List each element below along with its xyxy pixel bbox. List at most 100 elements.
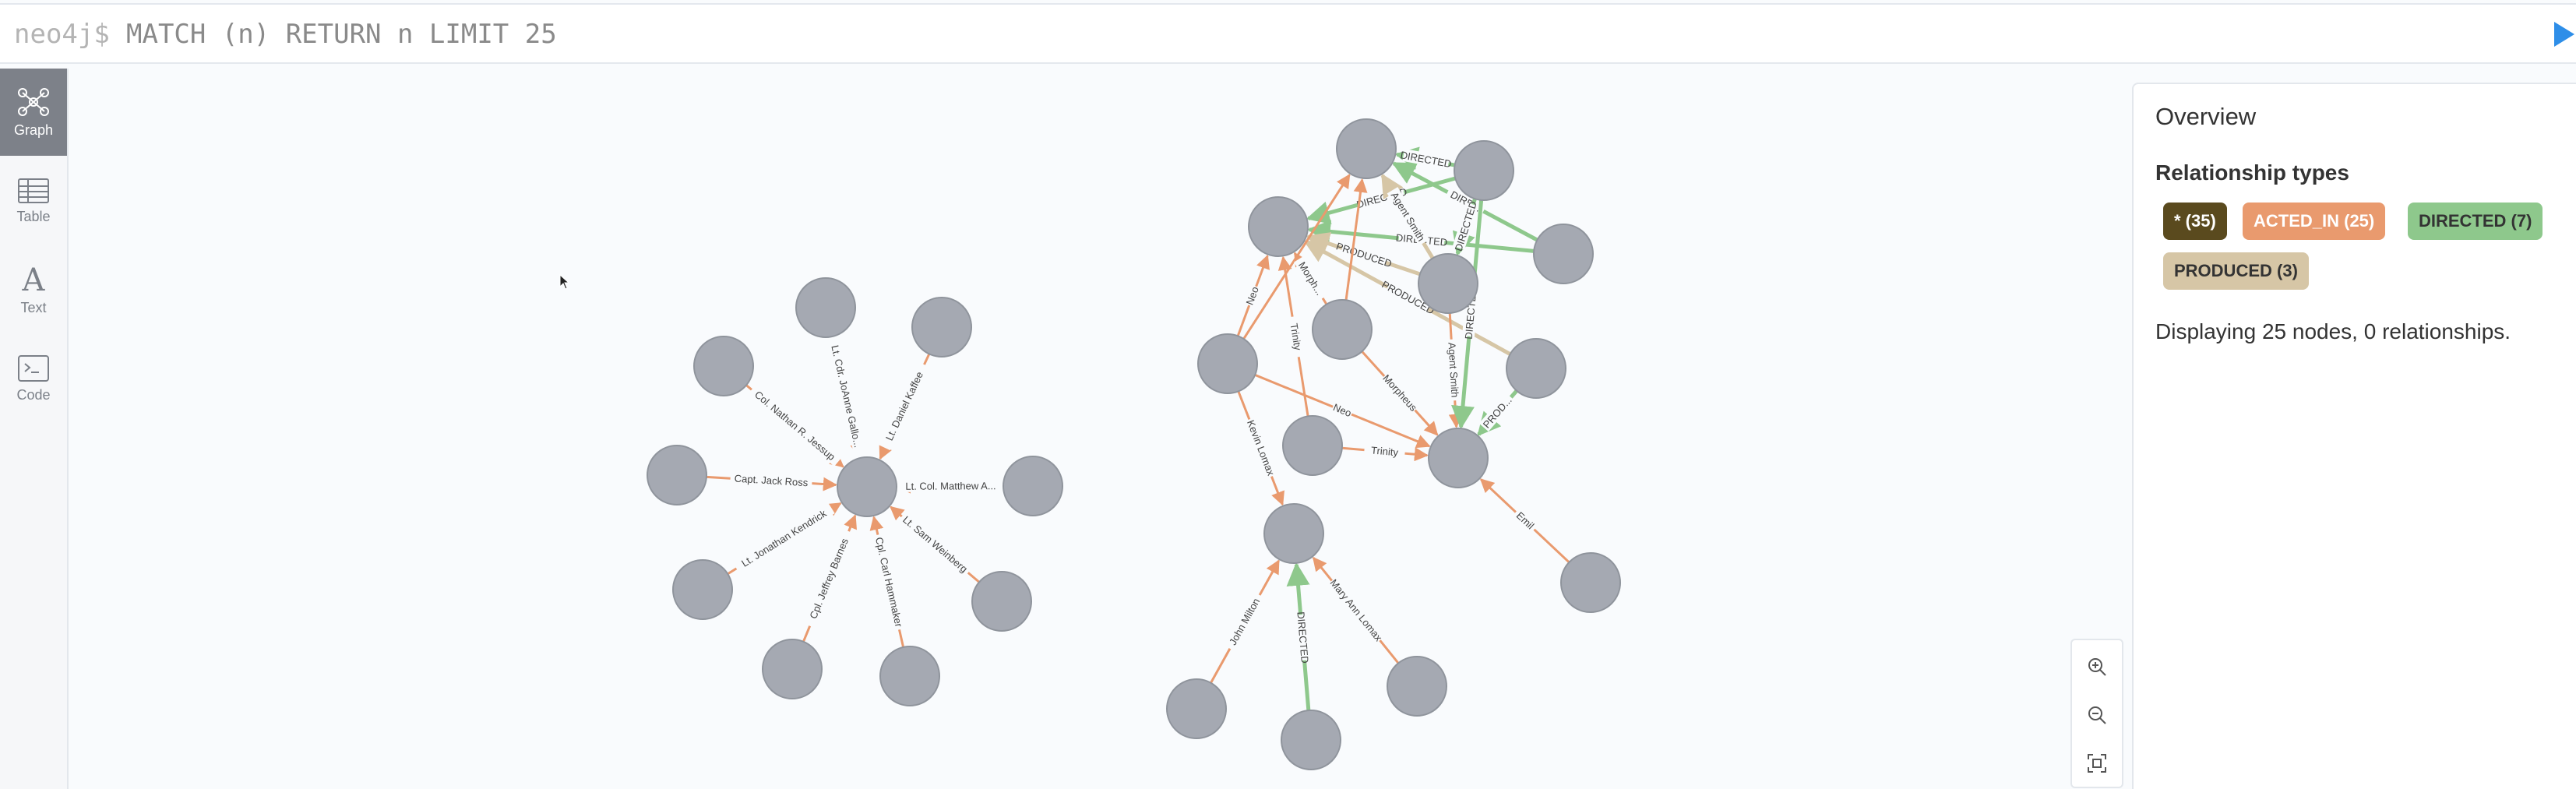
relationship-label-background (1294, 255, 1329, 301)
relationship-label-background (898, 511, 973, 577)
graph-node[interactable] (1166, 678, 1227, 739)
graph-node[interactable] (762, 639, 823, 699)
graph-node[interactable] (1533, 224, 1594, 284)
relationship-label: Lt. Daniel Kaffee (883, 370, 925, 442)
relationship-label: Cpl. Carl Hammaker (873, 536, 905, 629)
badge-produced[interactable]: PRODUCED (3) (2163, 252, 2309, 290)
code-view-button[interactable]: Code (0, 335, 67, 422)
relationship-label: Agent Smith (1446, 342, 1461, 398)
graph-node[interactable] (1197, 333, 1258, 394)
table-view-label: Table (16, 208, 51, 224)
svg-text:A: A (22, 264, 46, 295)
relationship-label: Lt. Cdr. JoAnne Gallo... (829, 344, 864, 449)
relationship-label-background (894, 479, 1007, 492)
table-icon (18, 178, 49, 203)
relationship-label: Morph... (1296, 259, 1326, 297)
code-view-label: Code (16, 386, 51, 403)
graph-node[interactable] (1428, 428, 1489, 488)
graph-node[interactable] (1263, 503, 1324, 564)
relationship-label: Lt. Col. Matthew A... (905, 480, 996, 492)
relationship-label-background (1402, 148, 1450, 170)
view-switcher: Graph Table A Text Code (0, 69, 69, 789)
graph-node[interactable] (1387, 656, 1447, 717)
relationship-label-background (1452, 202, 1478, 250)
relationship-types-heading: Relationship types (2155, 160, 2349, 185)
relationship-label-background (1446, 339, 1462, 401)
graph-node[interactable] (879, 646, 940, 706)
graph-node[interactable] (1282, 415, 1343, 476)
relationship-label: Trinity (1288, 322, 1304, 351)
graph-node[interactable] (1454, 140, 1514, 201)
relationship-label: Neo (1244, 285, 1261, 307)
relationship-label-background (1330, 400, 1355, 420)
relationship-label-background (1242, 284, 1262, 308)
text-icon: A (22, 264, 46, 295)
graph-node[interactable] (1336, 118, 1397, 179)
zoom-out-button[interactable] (2072, 692, 2122, 738)
query-editor[interactable]: neo4j$ MATCH (n) RETURN n LIMIT 25 (0, 3, 2576, 64)
relationship-label: Capt. Jack Ross (734, 473, 809, 489)
relationship-label-background (1387, 187, 1430, 246)
relationship-label: Lt. Jonathan Kendrick (739, 507, 829, 569)
graph-node[interactable] (1281, 710, 1341, 770)
graph-icon (18, 87, 49, 116)
mouse-cursor-icon (559, 274, 570, 290)
relationship-acted-in[interactable] (1344, 178, 1368, 301)
relationship-label-background (872, 533, 907, 631)
graph-node[interactable] (647, 445, 707, 505)
display-summary: Displaying 25 nodes, 0 relationships. (2155, 319, 2511, 343)
table-view-button[interactable]: Table (0, 157, 67, 245)
graph-node[interactable] (971, 571, 1032, 632)
graph-node[interactable] (795, 277, 856, 338)
overview-title: Overview (2155, 103, 2257, 130)
relationship-label: Mary Ann Lomax (1328, 577, 1385, 644)
relationship-label-background (1244, 417, 1278, 479)
relationship-label-background (732, 502, 835, 573)
graph-canvas[interactable]: Lt. Cdr. JoAnne Gallo... Lt. Daniel Kaffe… (69, 69, 2132, 789)
zoom-out-icon (2088, 706, 2106, 724)
graph-node[interactable] (1003, 456, 1063, 516)
query-input[interactable]: MATCH (n) RETURN n LIMIT 25 (126, 19, 557, 50)
graph-node[interactable] (1418, 253, 1478, 314)
graph-node[interactable] (837, 456, 897, 517)
graph-node[interactable] (672, 559, 733, 620)
relationships-layer: Lt. Cdr. JoAnne Gallo... Lt. Daniel Kaffe… (706, 146, 1570, 711)
relationship-label-background (748, 384, 843, 467)
badge-acted-in[interactable]: ACTED_IN (25) (2243, 203, 2386, 240)
code-icon (18, 354, 49, 382)
relationship-label-background (879, 361, 929, 451)
relationship-label-background (826, 332, 868, 460)
graph-node[interactable] (1560, 552, 1621, 613)
relationship-label: Morpheus (1380, 372, 1419, 414)
text-view-label: Text (20, 299, 47, 315)
relationship-label: DIRECTED (1400, 149, 1453, 170)
relationship-label: DIRECTED (1295, 611, 1310, 664)
graph-node[interactable] (911, 297, 972, 358)
badge-all-relationships[interactable]: * (35) (2163, 203, 2227, 240)
graph-view-label: Graph (13, 122, 54, 138)
badge-directed[interactable]: DIRECTED (7) (2408, 203, 2543, 240)
graph-node[interactable] (1506, 338, 1566, 399)
relationship-label-background (1512, 507, 1539, 534)
relationship-label: Trinity (1371, 444, 1400, 458)
overview-panel: Overview Relationship types * (35) ACTED… (2132, 83, 2576, 789)
relationship-label-background (1224, 591, 1265, 652)
graph-node[interactable] (1312, 299, 1373, 360)
run-query-button[interactable] (2554, 22, 2574, 47)
graph-node[interactable] (1248, 196, 1309, 257)
zoom-in-button[interactable] (2072, 643, 2122, 690)
relationship-label-background (730, 471, 812, 489)
fit-to-screen-button[interactable] (2072, 740, 2122, 787)
relationship-label-background (1385, 280, 1432, 314)
relationship-label-background (1380, 371, 1421, 414)
text-view-button[interactable]: A Text (0, 246, 67, 333)
editor-prompt: neo4j$ (14, 19, 110, 50)
zoom-controls (2070, 639, 2123, 788)
graph-node[interactable] (693, 336, 754, 396)
relationship-label: John Milton (1227, 596, 1262, 646)
fit-icon (2088, 754, 2106, 773)
graph-view-button[interactable]: Graph (0, 69, 67, 156)
nodes-layer (647, 118, 1621, 770)
relationship-label: Kevin Lomax (1245, 418, 1277, 477)
relationship-label-background (1363, 442, 1406, 460)
